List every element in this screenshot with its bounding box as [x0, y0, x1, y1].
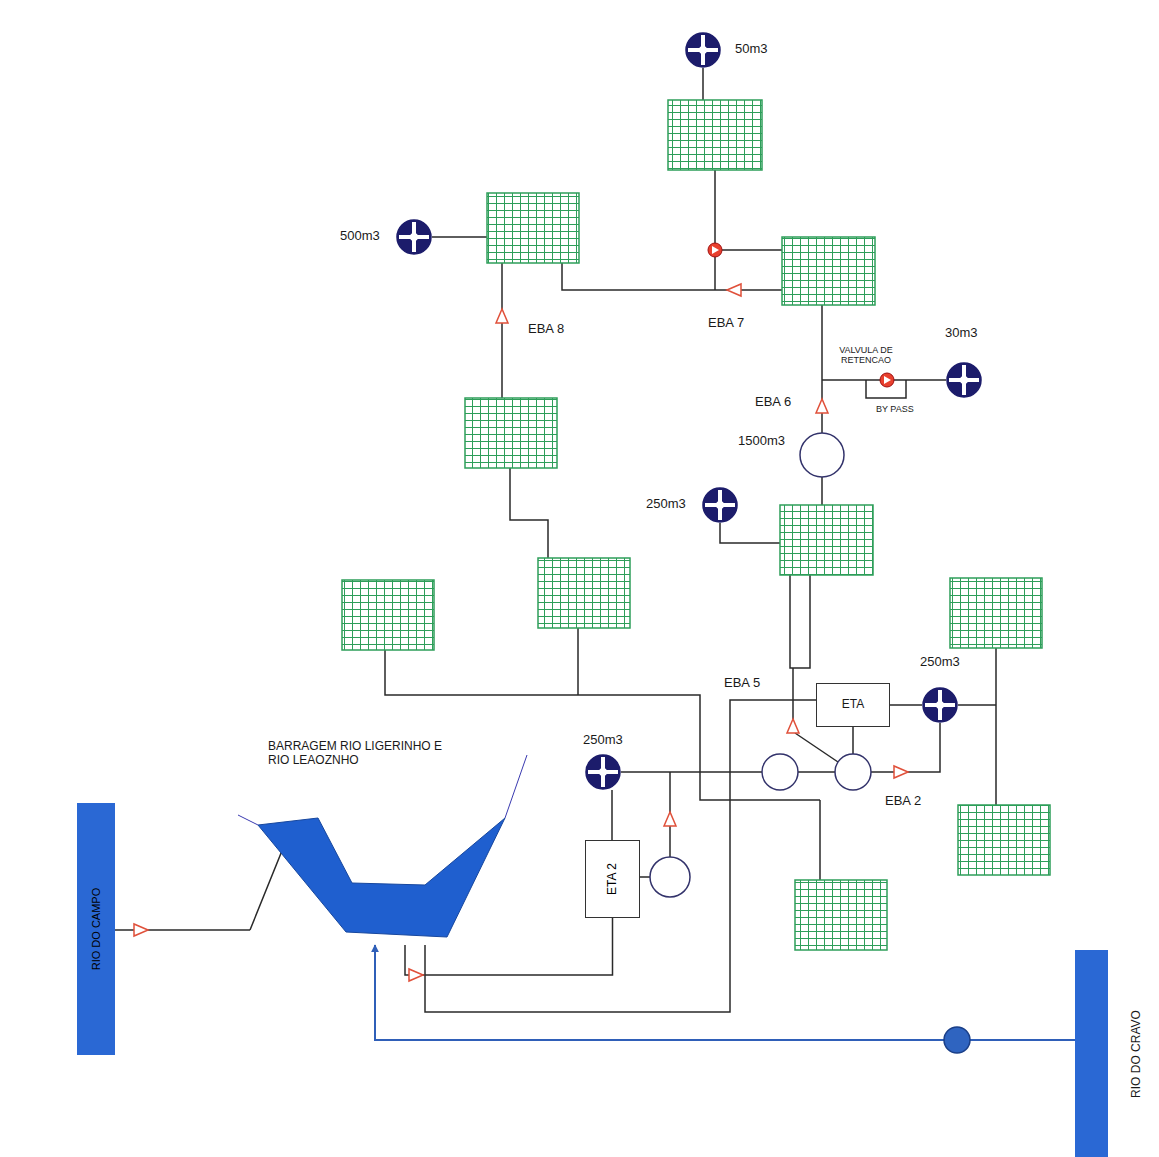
pipe-connector — [375, 945, 1075, 1040]
district-block — [342, 580, 434, 650]
pump-triangle — [664, 812, 676, 826]
pump-triangle — [409, 969, 423, 981]
check-valve-pump — [708, 243, 722, 257]
node-label: RIO DO CAMPO — [90, 888, 103, 971]
pump-station-label: EBA 7 — [708, 316, 744, 331]
district-block — [538, 558, 630, 628]
annotation-label: 250m3 — [646, 497, 686, 512]
annotation-label: 250m3 — [920, 655, 960, 670]
river-band-fill — [1075, 950, 1108, 1157]
pump-triangle — [894, 766, 908, 778]
reservoir-circle — [762, 754, 798, 790]
pump-triangle — [134, 924, 148, 936]
reservoir-circle — [650, 857, 690, 897]
tank-group — [397, 33, 981, 789]
storage-tank — [586, 755, 620, 789]
treatment-box: ETA 2 — [585, 840, 640, 918]
storage-tank — [923, 688, 957, 722]
pump-station-label: EBA 6 — [755, 395, 791, 410]
annotation-label: 30m3 — [945, 326, 978, 341]
annotation-label: VALVULA DE RETENCAO — [830, 345, 902, 366]
district-block — [782, 237, 875, 305]
district-block — [668, 100, 762, 170]
node-label: ETA 2 — [606, 863, 620, 895]
pump-triangle — [787, 719, 799, 733]
annotation-label: 500m3 — [340, 229, 380, 244]
pipe-network — [250, 68, 996, 930]
treatment-box: ETA — [816, 683, 890, 727]
annotation-label: 250m3 — [583, 733, 623, 748]
dam-outline — [250, 738, 530, 945]
annotation-label: 50m3 — [735, 42, 768, 57]
storage-tank — [397, 220, 431, 254]
storage-tank — [703, 488, 737, 522]
annotation-label: BY PASS — [876, 404, 914, 414]
pump-triangle — [727, 284, 741, 296]
district-block — [487, 193, 579, 263]
reservoir-water — [258, 818, 505, 937]
node-label: RIO DO CRAVO — [1130, 1010, 1144, 1098]
intake-pump-dot — [944, 1027, 970, 1053]
reservoir-circle — [835, 754, 871, 790]
river-band: RIO DO CRAVO — [1075, 950, 1159, 1157]
pump-triangle — [496, 309, 508, 323]
river-band: RIO DO CAMPO — [77, 803, 115, 1055]
district-block — [465, 398, 557, 468]
pump-station-label: EBA 2 — [885, 794, 921, 809]
node-label: ETA — [842, 698, 864, 712]
annotation-label: 1500m3 — [738, 434, 785, 449]
pump-station-label: EBA 8 — [528, 322, 564, 337]
district-block — [950, 578, 1042, 648]
reservoir-circle — [800, 433, 844, 477]
district-block — [795, 880, 887, 950]
storage-tank — [686, 33, 720, 67]
pump-station-label: EBA 5 — [724, 676, 760, 691]
pump-triangle — [816, 399, 828, 413]
check-valve-pump — [880, 373, 894, 387]
node-label: BARRAGEM RIO LIGERINHO E RIO LEAOZNHO — [268, 740, 446, 768]
district-block — [780, 505, 873, 575]
district-block — [958, 805, 1050, 875]
storage-tank — [947, 363, 981, 397]
dam-reservoir: BARRAGEM RIO LIGERINHO E RIO LEAOZNHO — [250, 738, 530, 945]
